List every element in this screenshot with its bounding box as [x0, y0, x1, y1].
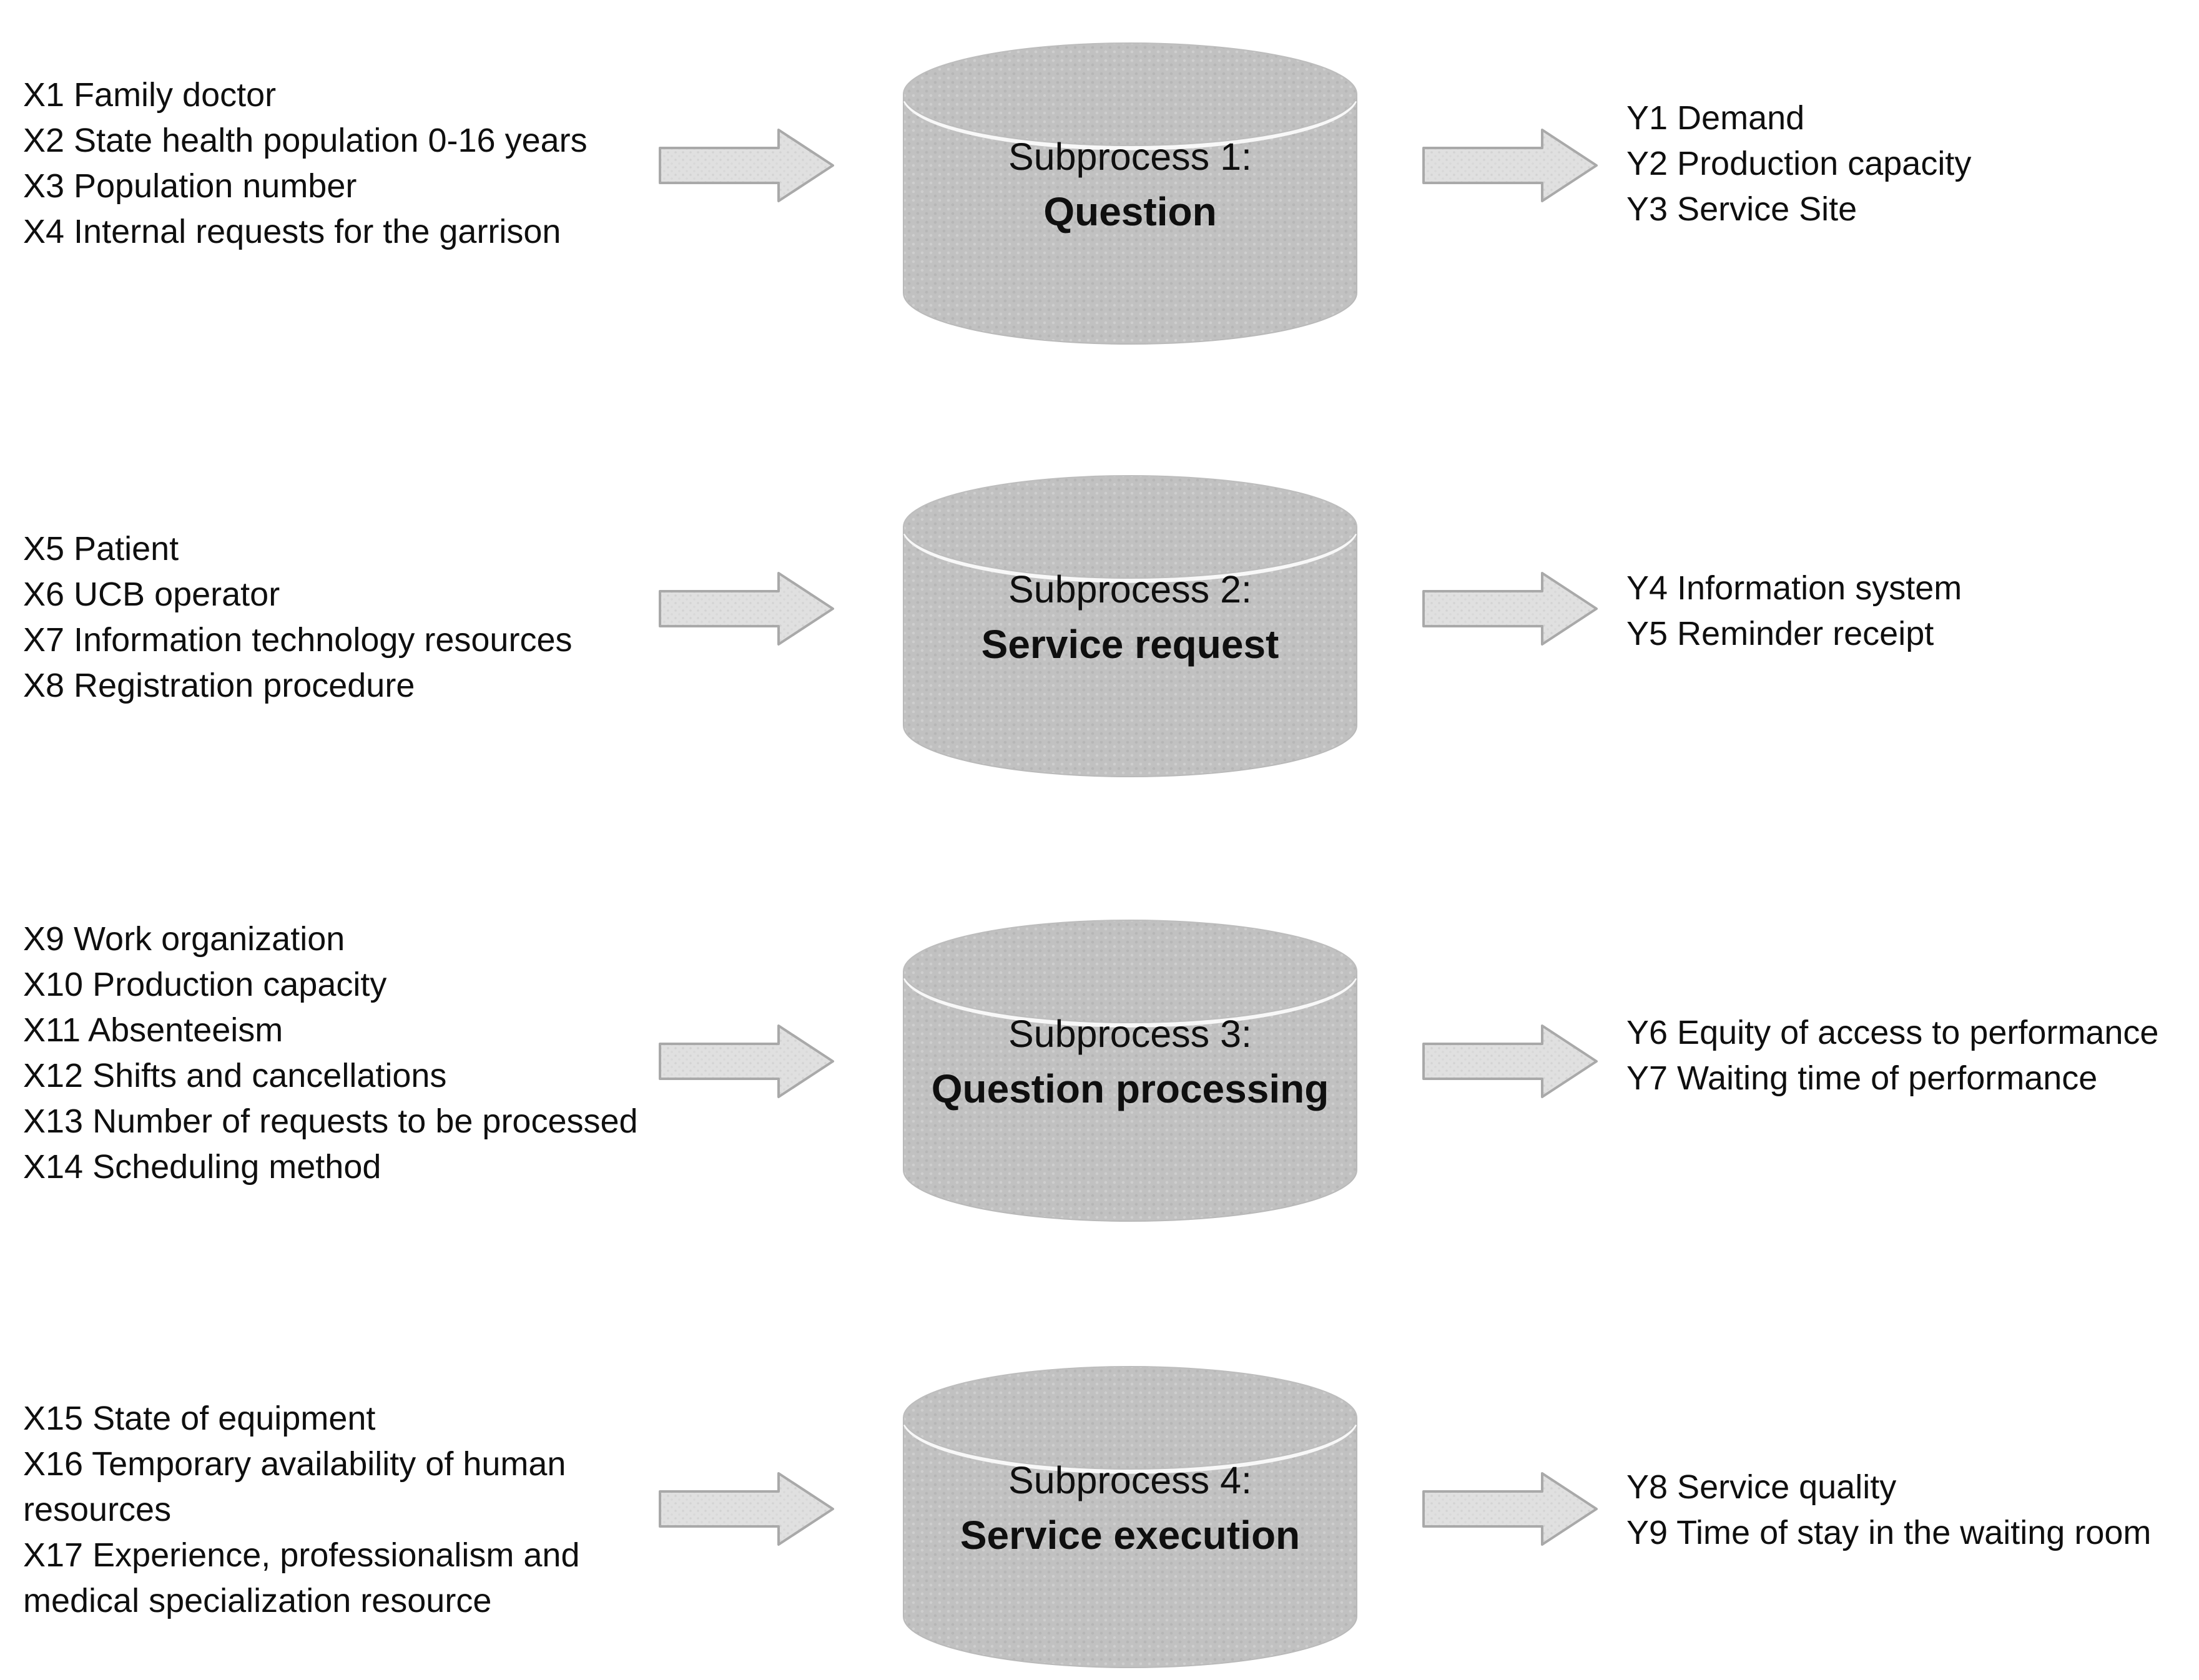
- subprocess-title: Subprocess 4:: [1008, 1459, 1252, 1501]
- input-item: X8 Registration procedure: [23, 667, 415, 704]
- output-item: Y1 Demand: [1626, 99, 1805, 137]
- subprocess-title: Subprocess 1:: [1008, 135, 1252, 178]
- subprocess-name: Question: [1043, 189, 1217, 234]
- input-item: X14 Scheduling method: [23, 1148, 381, 1186]
- cylinder-icon: [903, 1366, 1357, 1668]
- input-arrow-icon: [659, 571, 835, 646]
- output-arrow-icon: [1422, 128, 1598, 203]
- input-item: X4 Internal requests for the garrison: [23, 213, 561, 250]
- output-item: Y5 Reminder receipt: [1626, 615, 1934, 652]
- cylinder-label: Subprocess 1: Question: [902, 128, 1358, 238]
- input-item: X11 Absenteeism: [23, 1011, 283, 1049]
- inputs-list: X15 State of equipment X16 Temporary ava…: [23, 1396, 580, 1624]
- input-item: X3 Population number: [23, 167, 357, 205]
- input-item: X9 Work organization: [23, 920, 345, 958]
- input-item: X17 Experience, professionalism and: [23, 1536, 580, 1574]
- input-item: X6 UCB operator: [23, 576, 280, 613]
- cylinder-label: Subprocess 3: Question processing: [902, 1005, 1358, 1115]
- outputs-list: Y6 Equity of access to performance Y7 Wa…: [1626, 1010, 2158, 1101]
- output-arrow-icon: [1422, 1471, 1598, 1546]
- outputs-list: Y1 Demand Y2 Production capacity Y3 Serv…: [1626, 96, 1971, 232]
- input-arrow-icon: [659, 128, 835, 203]
- subprocess-title: Subprocess 3:: [1008, 1013, 1252, 1055]
- cylinder-icon: [903, 475, 1357, 777]
- input-item: X10 Production capacity: [23, 966, 387, 1003]
- cylinder-label: Subprocess 4: Service execution: [902, 1452, 1358, 1561]
- output-item: Y4 Information system: [1626, 569, 1962, 607]
- output-arrow-icon: [1422, 1024, 1598, 1099]
- inputs-list: X9 Work organization X10 Production capa…: [23, 916, 638, 1190]
- subprocess-title: Subprocess 2:: [1008, 568, 1252, 611]
- outputs-list: Y4 Information system Y5 Reminder receip…: [1626, 566, 1962, 657]
- subprocess-cylinder: Subprocess 2: Service request: [902, 473, 1358, 779]
- inputs-list: X5 Patient X6 UCB operator X7 Informatio…: [23, 526, 572, 709]
- output-item: Y8 Service quality: [1626, 1468, 1897, 1506]
- input-arrow-icon: [659, 1471, 835, 1546]
- output-item: Y6 Equity of access to performance: [1626, 1014, 2159, 1051]
- cylinder-icon: [903, 920, 1357, 1222]
- input-item: X1 Family doctor: [23, 76, 277, 114]
- subprocess-cylinder: Subprocess 3: Question processing: [902, 918, 1358, 1224]
- output-item: Y7 Waiting time of performance: [1626, 1059, 2098, 1097]
- input-item: X15 State of equipment: [23, 1400, 376, 1437]
- inputs-list: X1 Family doctor X2 State health populat…: [23, 72, 588, 255]
- subprocess-name: Service request: [981, 622, 1279, 667]
- cylinder-label: Subprocess 2: Service request: [902, 561, 1358, 671]
- output-item: Y9 Time of stay in the waiting room: [1626, 1514, 2152, 1551]
- input-item: X5 Patient: [23, 530, 179, 567]
- cylinder-icon: [903, 42, 1357, 345]
- output-item: Y3 Service Site: [1626, 190, 1857, 228]
- subprocess-cylinder: Subprocess 4: Service execution: [902, 1364, 1358, 1670]
- subprocess-name: Question processing: [931, 1066, 1329, 1111]
- output-item: Y2 Production capacity: [1626, 145, 1972, 182]
- input-item: X7 Information technology resources: [23, 621, 573, 659]
- input-item: X13 Number of requests to be processed: [23, 1103, 638, 1140]
- subprocess-name: Service execution: [960, 1513, 1301, 1558]
- input-item: X2 State health population 0-16 years: [23, 122, 588, 159]
- input-item: resources: [23, 1491, 172, 1528]
- input-item: medical specialization resource: [23, 1582, 492, 1619]
- input-item: X16 Temporary availability of human: [23, 1445, 566, 1483]
- output-arrow-icon: [1422, 571, 1598, 646]
- outputs-list: Y8 Service quality Y9 Time of stay in th…: [1626, 1465, 2151, 1556]
- subprocess-cylinder: Subprocess 1: Question: [902, 41, 1358, 346]
- input-item: X12 Shifts and cancellations: [23, 1057, 447, 1094]
- input-arrow-icon: [659, 1024, 835, 1099]
